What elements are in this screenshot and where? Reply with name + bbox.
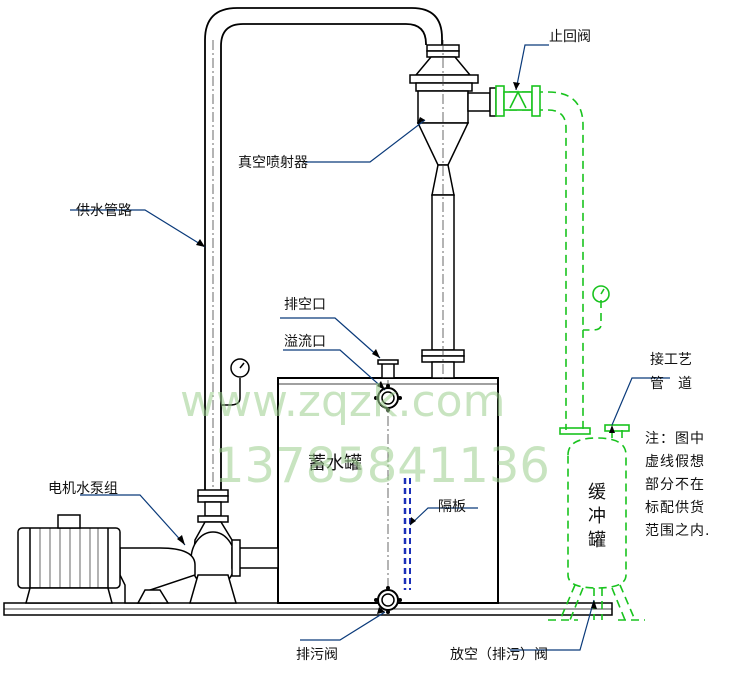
base-frame (3, 602, 613, 616)
label-vacuum-ejector: 真空喷射器 (238, 155, 308, 171)
label-partition: 隔板 (438, 499, 466, 515)
motor (17, 514, 121, 604)
pump (119, 521, 279, 604)
label-buffer-tank-3: 罐 (588, 530, 606, 551)
optional-piping (496, 91, 645, 621)
label-buffer-tank-2: 冲 (588, 506, 606, 527)
label-motor-pump-set: 电机水泵组 (48, 481, 118, 497)
label-overflow-port: 溢流口 (284, 334, 326, 350)
check-valve-icon (495, 85, 541, 117)
watermark-phone: 13785841136 (214, 438, 550, 494)
note-line-3: 部分不在 (645, 477, 705, 493)
note-line-1: 注：图中 (645, 431, 705, 447)
label-process-pipe-1: 接工艺 (650, 351, 692, 368)
drain-valve-flange (374, 586, 402, 614)
leader-arrowheads (177, 82, 615, 614)
label-storage-tank: 蓄水罐 (308, 453, 362, 474)
vacuum-ejector (409, 44, 497, 379)
note-line-4: 标配供货 (645, 499, 705, 516)
overflow-port-flange (374, 384, 402, 412)
label-vent-port: 排空口 (284, 297, 326, 313)
pressure-gauge-icon (221, 358, 250, 406)
label-drain-valve: 排污阀 (296, 647, 338, 663)
label-check-valve: 止回阀 (549, 29, 591, 45)
label-vent-drain-valve: 放空（排污）阀 (450, 647, 548, 663)
label-supply-pipeline: 供水管路 (76, 203, 132, 219)
vent-port-pipe (377, 359, 399, 379)
note-line-5: 范围之内. (645, 522, 710, 539)
supply-flange (197, 489, 229, 523)
label-process-pipe-2: 管 道 (650, 376, 692, 392)
leader-lines (70, 44, 670, 651)
storage-tank (277, 377, 499, 604)
supply-pipeline (204, 7, 443, 490)
note-line-2: 虚线假想 (645, 454, 705, 470)
label-buffer-tank-1: 缓 (588, 482, 606, 503)
watermark-url: www.zqzk.com (180, 376, 505, 427)
optional-fittings (559, 285, 630, 435)
